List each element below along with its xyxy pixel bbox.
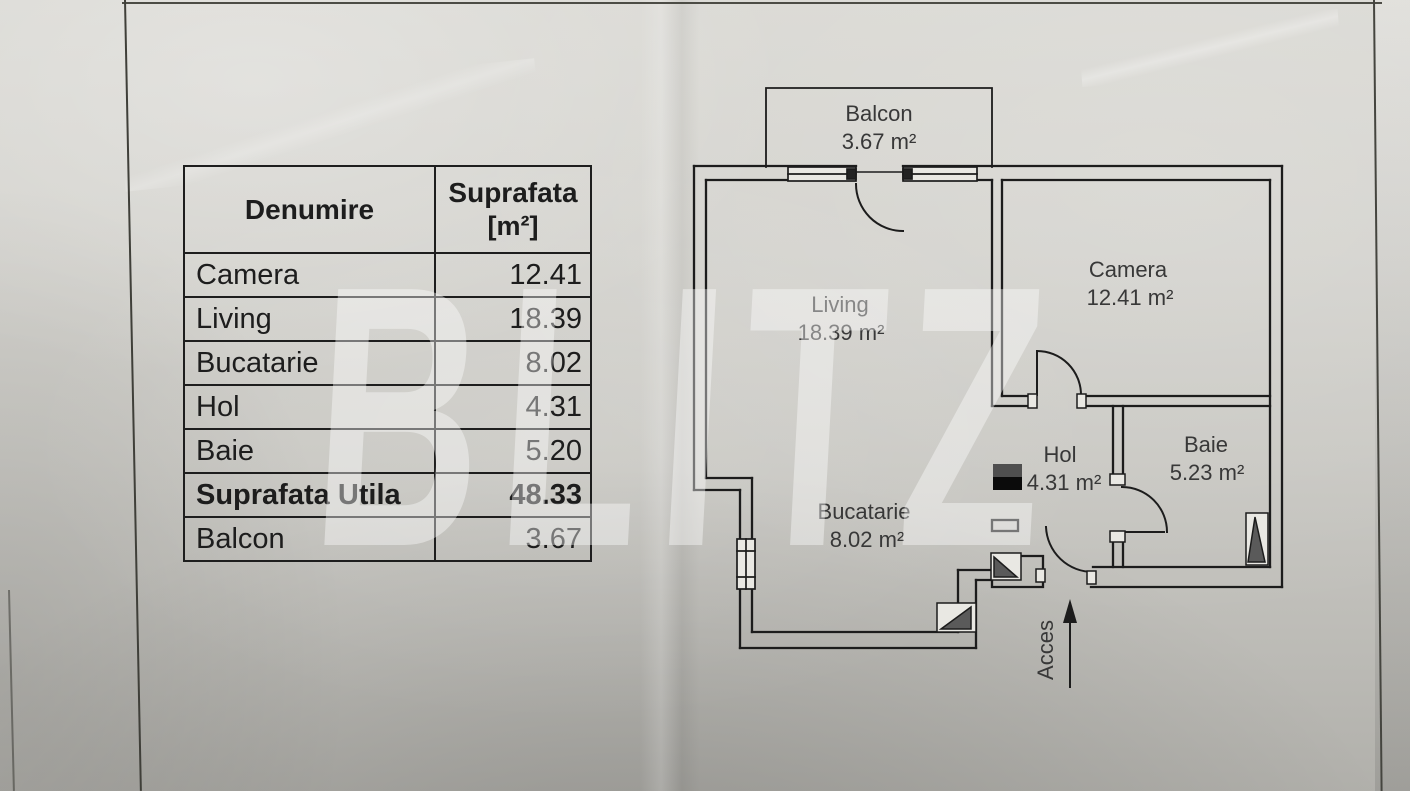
room-area-cell: 12.41 — [434, 252, 592, 298]
room-area-baie: 5.23 m² — [1170, 460, 1245, 485]
room-name-cell: Camera — [183, 252, 436, 298]
door-baie — [1120, 485, 1169, 534]
door-jamb-caps — [1027, 393, 1126, 585]
door-arc-entrance — [1044, 525, 1095, 574]
room-area-balcon: 3.67 m² — [842, 129, 917, 154]
partition-baie — [1111, 404, 1125, 569]
window-living-2 — [902, 166, 978, 182]
room-area-cell: 48.33 — [434, 472, 592, 518]
balcony-outline — [765, 87, 993, 168]
vent-shaft-triangle — [1245, 512, 1269, 566]
acces-label: Acces — [1033, 620, 1058, 680]
header-suprafata-line1: Suprafata — [448, 177, 578, 208]
header-suprafata: Suprafata [m²] — [434, 165, 592, 254]
header-suprafata-unit: [m²] — [487, 211, 539, 241]
room-area-hol: 4.31 m² — [1027, 470, 1102, 495]
room-name-cell: Suprafata Utila — [183, 472, 436, 518]
room-label-hol: Hol — [1043, 442, 1076, 467]
room-name-cell: Bucatarie — [183, 340, 436, 386]
room-area-cell: 18.39 — [434, 296, 592, 342]
window-living-1 — [787, 166, 857, 182]
table-row: Living 18.39 — [183, 296, 592, 342]
room-area-cell: 4.31 — [434, 384, 592, 430]
table-row-total: Suprafata Utila 48.33 — [183, 472, 592, 518]
room-area-cell: 8.02 — [434, 340, 592, 386]
vent-shaft-triangle — [990, 552, 1022, 581]
room-area-cell: 5.20 — [434, 428, 592, 474]
vent-shaft-triangle — [936, 602, 977, 633]
table-row: Hol 4.31 — [183, 384, 592, 430]
wall-stub-hol-bucatarie — [990, 518, 1020, 533]
paper-crease — [640, 0, 700, 791]
room-areas-table: Denumire Suprafata [m²] Camera 12.41 Liv… — [183, 165, 592, 562]
room-name-cell: Baie — [183, 428, 436, 474]
window-kitchen — [736, 538, 756, 590]
table-header-row: Denumire Suprafata [m²] — [183, 165, 592, 254]
room-label-living: Living — [811, 292, 868, 317]
room-name-cell: Balcon — [183, 516, 436, 562]
sheet-border-top — [122, 2, 1382, 4]
room-label-baie: Baie — [1184, 432, 1228, 457]
acces-arrow-icon — [1063, 599, 1077, 688]
table-row: Camera 12.41 — [183, 252, 592, 298]
partition-living-camera — [990, 178, 1272, 408]
room-name-cell: Living — [183, 296, 436, 342]
room-name-cell: Hol — [183, 384, 436, 430]
room-area-camera: 12.41 m² — [1087, 285, 1174, 310]
room-label-bucatarie: Bucatarie — [818, 499, 911, 524]
table-row: Bucatarie 8.02 — [183, 340, 592, 386]
room-label-camera: Camera — [1089, 257, 1168, 282]
room-label-balcon: Balcon — [845, 101, 912, 126]
hol-marker-square-icon — [993, 464, 1022, 490]
table-row: Baie 5.20 — [183, 428, 592, 474]
table-row: Balcon 3.67 — [183, 516, 592, 562]
room-area-bucatarie: 8.02 m² — [830, 527, 905, 552]
header-denumire: Denumire — [183, 165, 436, 254]
door-arc-balcony — [854, 182, 905, 233]
room-area-cell: 3.67 — [434, 516, 592, 562]
door-camera — [1035, 349, 1083, 397]
room-area-living: 18.39 m² — [798, 320, 885, 345]
